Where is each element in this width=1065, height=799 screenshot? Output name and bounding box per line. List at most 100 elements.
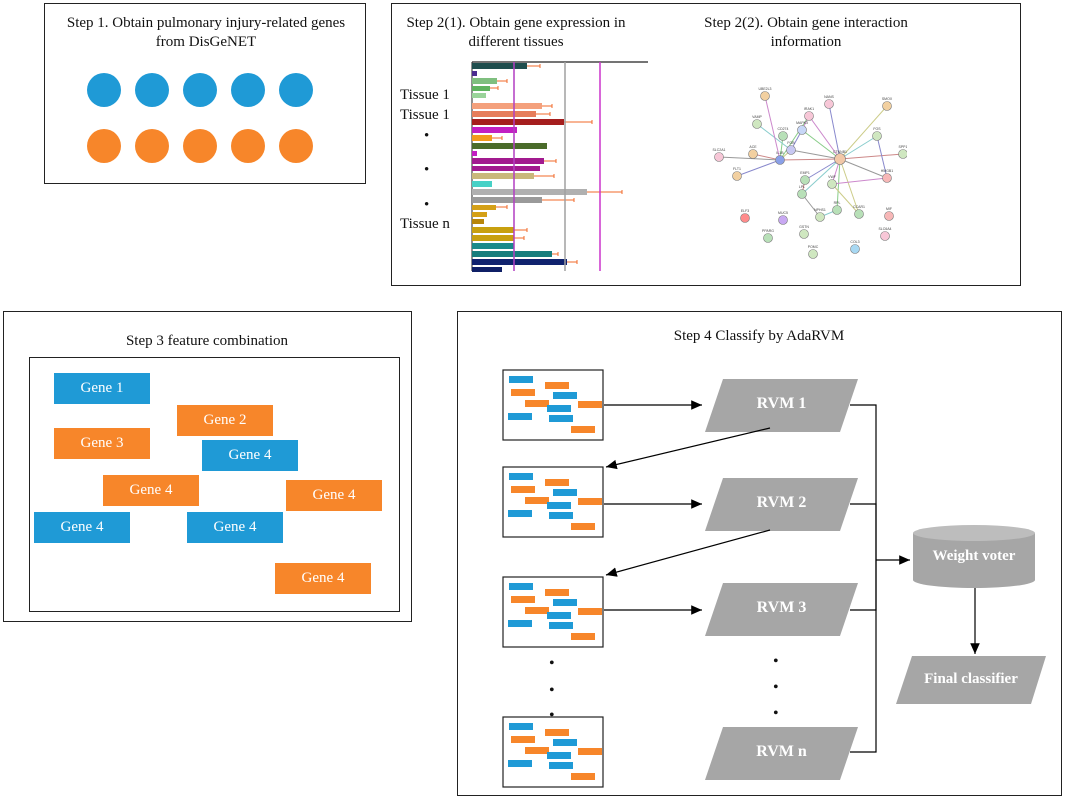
rvm-1-label: RVM 1 <box>756 395 807 412</box>
protein-node-label: COL3 <box>850 240 859 244</box>
protein-node-label: LPL <box>799 185 805 189</box>
protein-node-label: MAPK3 <box>796 121 808 125</box>
network-edge <box>828 103 841 160</box>
gene-box: Gene 1 <box>54 373 150 404</box>
ellipsis-dot: • <box>549 682 555 699</box>
protein-node <box>898 149 907 159</box>
gene-box: Gene 2 <box>177 405 273 436</box>
protein-node-label: EMP1 <box>800 171 810 175</box>
network-edge <box>836 158 841 211</box>
ellipsis-dot: • <box>424 197 430 213</box>
rvm-3-label: RVM 3 <box>756 599 807 616</box>
protein-node-label: GSTN <box>799 225 809 229</box>
gene-box: Gene 4 <box>187 512 283 543</box>
step2-panel: Step 2(1). Obtain gene expression in dif… <box>391 3 1021 286</box>
network-edge <box>831 177 888 185</box>
ellipsis-dot: • <box>424 162 430 178</box>
ellipsis-dot: • <box>424 128 430 144</box>
protein-node <box>882 173 892 183</box>
network-edge <box>779 158 841 161</box>
network-edge <box>790 149 841 160</box>
protein-node-label: UBE2L3 <box>758 87 771 91</box>
training-subset-n <box>502 716 604 788</box>
protein-node <box>797 125 807 135</box>
protein-node-label: SPP1 <box>899 145 907 149</box>
gene-dot <box>87 73 121 107</box>
protein-node <box>808 249 818 259</box>
network-edge <box>804 158 841 181</box>
protein-node <box>804 111 814 121</box>
rvm-n-label: RVM n <box>756 743 807 760</box>
tissue-label: Tissue 1 <box>400 107 450 123</box>
protein-node <box>800 175 810 185</box>
training-subset-2 <box>502 466 604 538</box>
protein-node <box>778 215 788 225</box>
protein-node-label: CD274 <box>778 127 789 131</box>
ellipsis-dot: • <box>549 655 555 672</box>
network-edge <box>808 115 841 160</box>
protein-node-label: PPARG <box>762 229 774 233</box>
protein-node-label: ELF3 <box>741 209 749 213</box>
network-edge <box>839 158 860 215</box>
protein-node-label: FGB <box>787 141 795 145</box>
tissue-label: Tissue n <box>400 216 450 232</box>
gene-dot <box>87 129 121 163</box>
protein-node-label: VWF <box>828 175 836 179</box>
protein-node <box>740 213 750 223</box>
protein-node-label: RPL <box>834 201 841 205</box>
protein-node-label: NPHS1 <box>814 208 826 212</box>
protein-node <box>850 244 860 254</box>
network-edge <box>839 158 888 179</box>
rvm-2-label: RVM 2 <box>756 494 807 511</box>
protein-node-label: NANS <box>824 95 834 99</box>
protein-node <box>748 149 758 159</box>
expression-bar-chart <box>471 61 648 272</box>
gene-box: Gene 4 <box>286 480 382 511</box>
protein-node-label: CTNNB1 <box>833 150 847 154</box>
protein-node <box>752 119 762 129</box>
network-edge <box>831 183 860 215</box>
network-edge <box>839 153 904 160</box>
gene-dot <box>279 129 313 163</box>
protein-node <box>827 179 837 189</box>
protein-node <box>786 145 796 155</box>
rvm-3-shape <box>705 583 858 636</box>
protein-node <box>872 131 882 141</box>
step4-title: Step 4 Classify by AdaRVM <box>673 328 845 344</box>
step2a-title: Step 2(1). Obtain gene expression in dif… <box>406 15 626 50</box>
step3-panel: Step 3 feature combination Gene 1 Gene 2… <box>3 311 412 622</box>
protein-node <box>797 189 807 199</box>
training-subset-3 <box>502 576 604 648</box>
network-edge <box>876 135 888 179</box>
protein-node-label: IRAK1 <box>804 107 814 111</box>
protein-node <box>778 131 788 141</box>
error-bars <box>490 64 623 264</box>
gene-dot <box>279 73 313 107</box>
weight-voter-cylinder <box>913 525 1035 588</box>
gene-dot <box>183 129 217 163</box>
network-edge <box>718 156 781 161</box>
tissue-label: Tissue 1 <box>400 87 450 103</box>
protein-node <box>815 212 825 222</box>
network-edge <box>764 95 781 161</box>
final-classifier-label: Final classifier <box>924 671 1018 687</box>
ellipsis-dot: • <box>773 679 779 696</box>
network-edge <box>736 159 781 177</box>
ellipsis-dot: • <box>773 653 779 670</box>
bars <box>472 63 587 272</box>
protein-node-label: SLC2A1 <box>712 148 725 152</box>
protein-node-label: CCAR1 <box>853 205 865 209</box>
gene-box: Gene 4 <box>202 440 298 471</box>
protein-node-label: MIF <box>886 207 892 211</box>
step1-panel: Step 1. Obtain pulmonary injury-related … <box>44 3 366 184</box>
protein-node <box>799 229 809 239</box>
protein-node <box>760 91 770 101</box>
rvm-1-shape <box>705 379 858 432</box>
rvm-2-shape <box>705 478 858 531</box>
protein-node-label: POMC <box>808 245 819 249</box>
network-edge <box>756 123 792 151</box>
protein-node-label: MUC5 <box>778 211 788 215</box>
protein-node <box>884 211 894 221</box>
